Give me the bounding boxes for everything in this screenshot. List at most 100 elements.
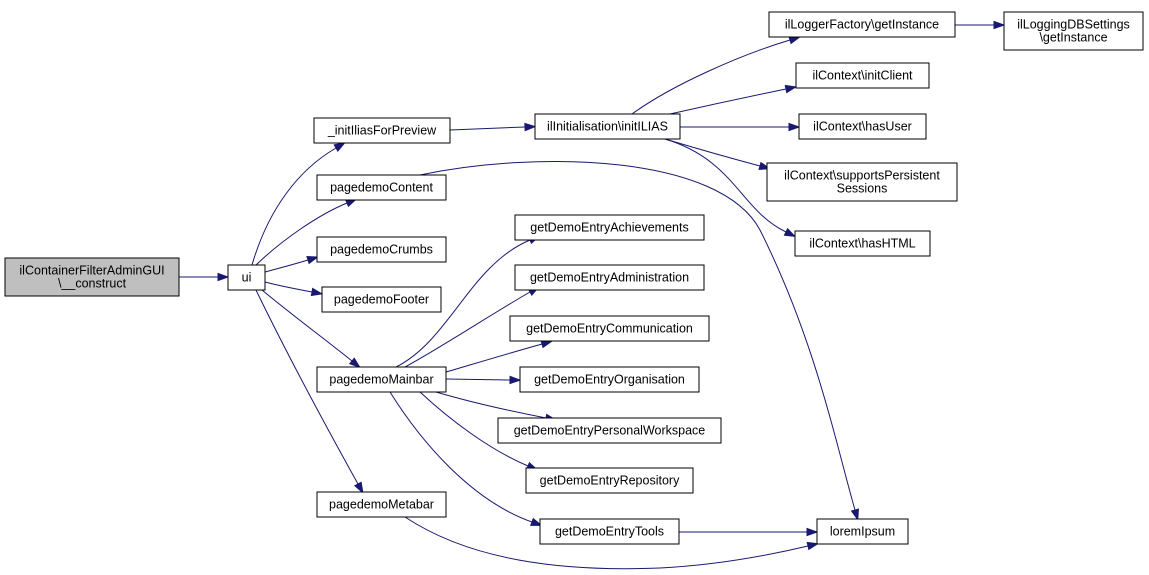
node-ilinit[interactable]: ilInitialisation\initILIAS: [534, 113, 681, 140]
edge-ilinit-to-initclient: [669, 84, 798, 115]
node-box[interactable]: [4, 257, 180, 297]
node-lorem[interactable]: loremIpsum: [816, 518, 909, 545]
node-label: getDemoEntryAdministration: [530, 271, 689, 285]
node-pdfooter[interactable]: pagedemoFooter: [321, 286, 442, 313]
edge-line: [255, 202, 348, 266]
edge-ui-to-pdmainbar: [261, 289, 361, 369]
node-box[interactable]: [497, 417, 722, 444]
arrow-head-icon: [509, 375, 522, 385]
edge-line: [664, 138, 787, 233]
edge-ui-to-initilias: [251, 142, 346, 266]
edge-ilinit-to-supportsps: [664, 138, 772, 171]
node-label: pagedemoCrumbs: [330, 243, 433, 257]
arrow-head-icon: [540, 339, 554, 349]
node-box[interactable]: [795, 62, 930, 89]
node-label: getDemoEntryRepository: [540, 474, 680, 488]
edge-line: [631, 39, 791, 115]
edge-ui-to-pdcrumbs: [264, 256, 319, 273]
node-box[interactable]: [514, 214, 705, 241]
edge-line: [664, 138, 761, 167]
edge-line: [669, 88, 787, 115]
edge-pdmetabar-to-lorem: [404, 516, 820, 570]
arrow-head-icon: [530, 517, 543, 526]
edge-ilinit-to-hashtml: [664, 138, 797, 238]
arrow-head-icon: [806, 527, 819, 537]
node-box[interactable]: [539, 518, 680, 545]
edge-ui-to-pdmetabar: [255, 289, 364, 495]
node-gorg[interactable]: getDemoEntryOrganisation: [519, 366, 700, 393]
node-box[interactable]: [514, 264, 705, 291]
arrow-head-icon: [353, 481, 364, 495]
node-pdcrumbs[interactable]: pagedemoCrumbs: [316, 236, 447, 263]
node-label: pagedemoMetabar: [329, 498, 434, 512]
node-grep[interactable]: getDemoEntryRepository: [525, 467, 694, 494]
node-pdmetabar[interactable]: pagedemoMetabar: [316, 491, 447, 518]
node-gadm[interactable]: getDemoEntryAdministration: [514, 264, 705, 291]
node-box[interactable]: [798, 113, 927, 140]
node-box[interactable]: [766, 162, 958, 202]
edge-ilinit-to-loggerfactory: [631, 36, 801, 115]
node-box[interactable]: [316, 366, 447, 393]
node-box[interactable]: [509, 315, 710, 342]
node-loggerfactory[interactable]: ilLoggerFactory\getInstance: [768, 11, 956, 38]
node-pdmainbar[interactable]: pagedemoMainbar: [316, 366, 447, 393]
arrow-head-icon: [850, 508, 860, 522]
arrow-head-icon: [806, 541, 820, 551]
node-box[interactable]: [316, 236, 447, 263]
edge-line: [251, 147, 337, 266]
node-ui[interactable]: ui: [227, 264, 266, 291]
node-box[interactable]: [534, 113, 681, 140]
node-box[interactable]: [316, 174, 447, 201]
edge-line: [404, 516, 809, 570]
edge-line: [449, 126, 526, 131]
arrow-head-icon: [217, 272, 230, 282]
node-label: getDemoEntryTools: [555, 525, 664, 539]
node-box[interactable]: [316, 491, 447, 518]
node-box[interactable]: [816, 518, 909, 545]
node-gach[interactable]: getDemoEntryAchievements: [514, 214, 705, 241]
node-label: \getInstance: [1039, 31, 1107, 45]
node-box[interactable]: [794, 230, 931, 257]
node-gpw[interactable]: getDemoEntryPersonalWorkspace: [497, 417, 722, 444]
node-box[interactable]: [768, 11, 956, 38]
edge-root-to-ui: [179, 272, 230, 282]
node-initilias[interactable]: _initIliasForPreview: [313, 117, 451, 144]
edge-line: [404, 291, 531, 368]
node-gtools[interactable]: getDemoEntryTools: [539, 518, 680, 545]
edge-initilias-to-ilinit: [449, 122, 537, 132]
edge-line: [445, 343, 543, 373]
node-box[interactable]: [1003, 11, 1144, 51]
node-root[interactable]: ilContainerFilterAdminGUI\__construct: [4, 257, 180, 297]
node-hasuser[interactable]: ilContext\hasUser: [798, 113, 927, 140]
edge-loggerfactory-to-loggingdb: [955, 20, 1006, 30]
node-box[interactable]: [321, 286, 442, 313]
node-label: getDemoEntryAchievements: [530, 221, 688, 235]
node-hashtml[interactable]: ilContext\hasHTML: [794, 230, 931, 257]
edge-line: [419, 391, 529, 467]
node-loggingdb[interactable]: ilLoggingDBSettings\getInstance: [1003, 11, 1144, 51]
arrow-head-icon: [788, 36, 801, 45]
nodes-layer: ilContainerFilterAdminGUI\__construct ui _…: [4, 11, 1144, 545]
node-label: ilContext\hasUser: [813, 120, 912, 134]
arrow-head-icon: [783, 227, 797, 238]
edge-line: [395, 239, 531, 368]
edge-line: [389, 391, 533, 523]
node-label: ilContext\initClient: [812, 69, 913, 83]
node-box[interactable]: [313, 117, 451, 144]
node-box[interactable]: [525, 467, 694, 494]
node-label: getDemoEntryPersonalWorkspace: [514, 424, 706, 438]
node-box[interactable]: [519, 366, 700, 393]
arrow-head-icon: [348, 357, 361, 369]
edges-layer: [179, 20, 1006, 570]
arrow-head-icon: [993, 20, 1006, 30]
edge-pdmainbar-to-gpw: [435, 391, 558, 423]
node-pdcontent[interactable]: pagedemoContent: [316, 174, 447, 201]
node-initclient[interactable]: ilContext\initClient: [795, 62, 930, 89]
node-box[interactable]: [227, 264, 266, 291]
node-label: pagedemoFooter: [334, 293, 429, 307]
node-gcom[interactable]: getDemoEntryCommunication: [509, 315, 710, 342]
edge-pdmainbar-to-gorg: [445, 375, 522, 385]
node-label: ilLoggingDBSettings: [1017, 18, 1130, 32]
